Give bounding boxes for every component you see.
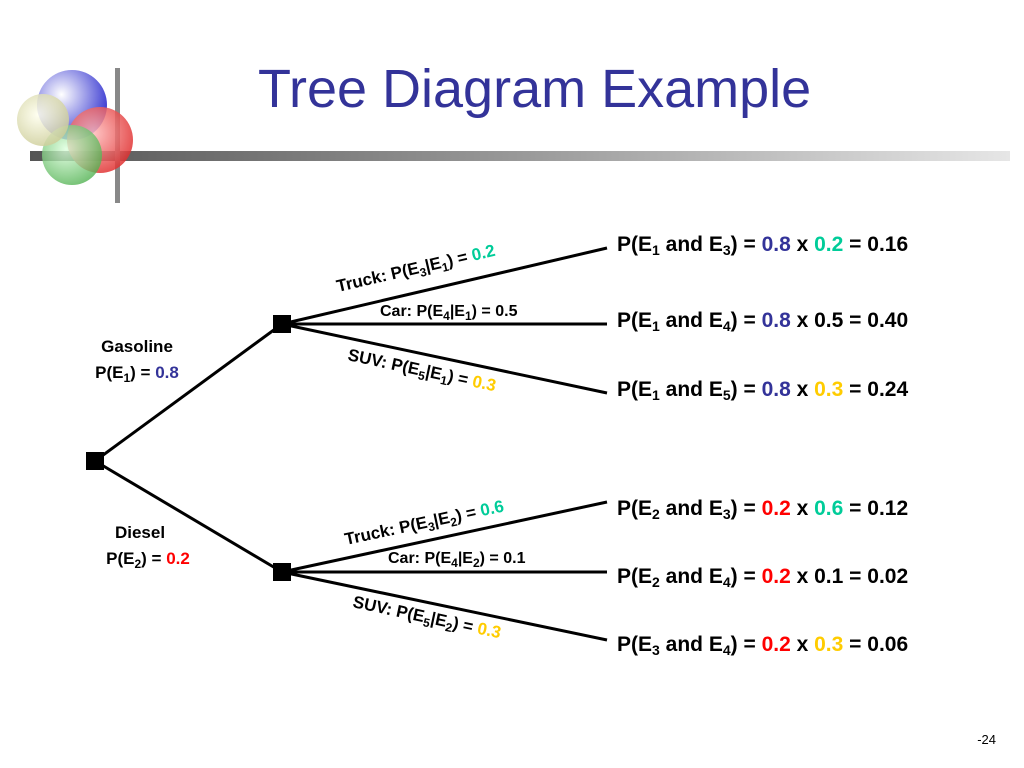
outcome-result-1: P(E1 and E3) = 0.8 x 0.2 = 0.16 (617, 233, 908, 258)
diesel-node (273, 563, 291, 581)
edge-gasoline (94, 322, 283, 463)
edge-gasoline-truck (281, 246, 608, 326)
decorative-circles-logo (17, 68, 1010, 203)
gasoline-node (273, 315, 291, 333)
edge-diesel-suv (281, 570, 608, 642)
outcome-result-6: P(E3 and E4) = 0.2 x 0.3 = 0.06 (617, 633, 908, 658)
outcome-result-3: P(E1 and E5) = 0.8 x 0.3 = 0.24 (617, 378, 908, 403)
branch-label-gasoline-car: Car: P(E4|E1) = 0.5 (380, 303, 518, 323)
outcome-result-4: P(E2 and E3) = 0.2 x 0.6 = 0.12 (617, 497, 908, 522)
branch-label-gasoline-truck: Truck: P(E3|E1) = 0.2 (335, 241, 498, 299)
diesel-label: Diesel (115, 523, 165, 542)
outcome-results: P(E1 and E3) = 0.8 x 0.2 = 0.16P(E1 and … (617, 233, 908, 658)
page-title: Tree Diagram Example (258, 59, 812, 119)
edge-gasoline-suv (281, 322, 608, 395)
branch-label-diesel-car: Car: P(E4|E2) = 0.1 (388, 550, 526, 570)
tree-edges (94, 246, 608, 642)
gasoline-prob: P(E1) = 0.8 (95, 363, 179, 385)
gasoline-label: Gasoline (101, 337, 173, 356)
branch-label-diesel-truck: Truck: P(E3|E2) = 0.6 (343, 497, 506, 552)
edge-diesel (94, 459, 283, 574)
outcome-result-5: P(E2 and E4) = 0.2 x 0.1 = 0.02 (617, 565, 908, 590)
edge-diesel-truck (281, 500, 608, 574)
diesel-prob: P(E2) = 0.2 (106, 549, 190, 571)
page-number: -24 (977, 732, 996, 747)
root-node (86, 452, 104, 470)
outcome-result-2: P(E1 and E4) = 0.8 x 0.5 = 0.40 (617, 309, 908, 334)
branch-label-diesel-suv: SUV: P(E5|E2) = 0.3 (351, 592, 503, 645)
